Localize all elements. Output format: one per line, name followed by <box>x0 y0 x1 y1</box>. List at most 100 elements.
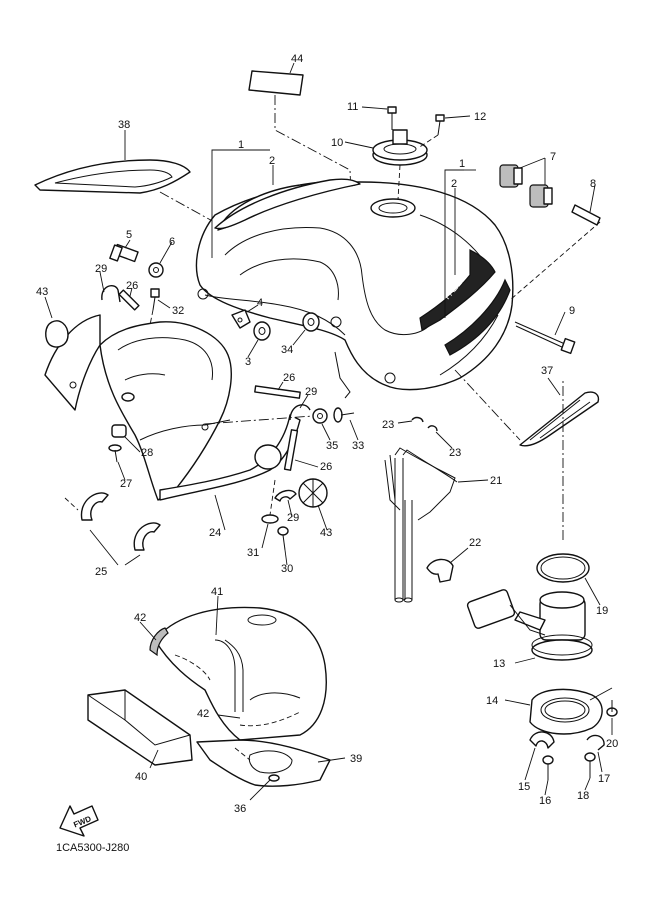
callout-43-left: 43 <box>36 286 48 298</box>
callout-5: 5 <box>126 229 132 241</box>
callout-19: 19 <box>596 605 608 617</box>
fuel-tank[interactable]: FAZER <box>195 180 514 399</box>
callout-28: 28 <box>141 447 153 459</box>
part-11-bolt[interactable] <box>361 106 397 130</box>
part-34-grommet[interactable] <box>292 312 320 346</box>
part-25-leader <box>64 497 141 566</box>
part-43-pad-left[interactable] <box>44 296 69 348</box>
part-23-clip-left[interactable] <box>397 416 424 424</box>
callout-15: 15 <box>518 781 530 793</box>
callout-11: 11 <box>347 101 358 113</box>
callout-26-lower: 26 <box>320 461 332 473</box>
part-40-plate[interactable] <box>87 689 193 769</box>
callout-23-right: 23 <box>449 447 461 459</box>
part-20-bolt[interactable] <box>589 687 618 735</box>
callout-38: 38 <box>118 119 130 131</box>
part-6-washer[interactable] <box>148 241 173 278</box>
callout-2-right: 2 <box>451 178 457 190</box>
callout-21: 21 <box>490 475 502 487</box>
callout-labels: 44 38 1 2 1 2 11 12 10 7 8 9 5 6 29 26 4… <box>36 53 618 815</box>
callout-13: 13 <box>493 658 505 670</box>
callout-7: 7 <box>550 151 556 163</box>
part-31-washer[interactable] <box>261 514 279 549</box>
part-26-strip-center[interactable] <box>254 381 301 399</box>
part-42-gasket-lower[interactable] <box>217 714 241 719</box>
callout-1-right: 1 <box>459 158 465 170</box>
part-3-grommet[interactable] <box>247 321 271 358</box>
part-28-grommet[interactable] <box>111 424 141 453</box>
callout-22: 22 <box>469 537 481 549</box>
part-43-badge[interactable] <box>298 478 328 531</box>
part-41-lower-cover[interactable] <box>154 595 327 741</box>
callout-44: 44 <box>291 53 303 65</box>
part-13-fuel-pump[interactable] <box>466 589 593 664</box>
part-24-side-panel[interactable] <box>44 314 301 531</box>
callout-26-center: 26 <box>283 372 295 384</box>
part-35-washer[interactable] <box>312 408 331 441</box>
callout-10: 10 <box>331 137 343 149</box>
part-16-screw[interactable] <box>542 755 554 796</box>
callout-39: 39 <box>350 753 362 765</box>
part-15-clamp[interactable] <box>524 731 555 781</box>
part-22-clamp[interactable] <box>426 547 469 583</box>
tank-emblem-recess <box>254 444 282 470</box>
callout-3: 3 <box>245 356 251 368</box>
part-9-bolt[interactable] <box>514 311 576 355</box>
part-36-grommet[interactable] <box>249 774 280 801</box>
part-33-axis <box>204 415 314 425</box>
callout-36: 36 <box>234 803 246 815</box>
callout-20: 20 <box>606 738 618 750</box>
callout-18: 18 <box>577 790 589 802</box>
part-17-clamp[interactable] <box>586 734 605 773</box>
part-26-strip-lower[interactable] <box>283 429 319 471</box>
part-27-screw[interactable] <box>108 444 126 481</box>
callout-34: 34 <box>281 344 293 356</box>
callout-42-lower: 42 <box>197 708 209 720</box>
part-37-heat-shield[interactable] <box>454 369 600 447</box>
callout-33: 33 <box>352 440 364 452</box>
part-31-axis <box>269 479 276 516</box>
callout-25: 25 <box>95 566 107 578</box>
callout-23-left: 23 <box>382 419 394 431</box>
callout-6: 6 <box>169 236 175 248</box>
callout-42-upper: 42 <box>134 612 146 624</box>
callout-17: 17 <box>598 773 610 785</box>
part-32-screw[interactable] <box>149 288 171 326</box>
part-25-clip-2[interactable] <box>133 522 161 551</box>
part-18-screw[interactable] <box>584 752 596 791</box>
part-5-bolt[interactable] <box>109 239 139 263</box>
callout-1-left: 1 <box>238 139 244 151</box>
part-26-strip-upper-left[interactable] <box>118 287 140 311</box>
part-2-upper-cover-left[interactable] <box>211 149 361 258</box>
callout-31: 31 <box>247 547 259 559</box>
callout-35: 35 <box>326 440 338 452</box>
part-21-hoses[interactable] <box>384 447 489 603</box>
part-42-gasket-upper[interactable] <box>139 621 169 657</box>
callout-41: 41 <box>211 586 223 598</box>
part-4-bracket[interactable] <box>231 304 259 329</box>
part-39-under-cover[interactable] <box>196 739 346 787</box>
part-29-clip-center[interactable] <box>289 394 311 421</box>
callout-2-left: 2 <box>269 155 275 167</box>
callout-37: 37 <box>541 365 553 377</box>
callout-24: 24 <box>209 527 221 539</box>
part-23-clip-right[interactable] <box>427 425 453 449</box>
part-25-clip-1[interactable] <box>80 492 109 521</box>
part-14-retainer-plate[interactable] <box>504 688 603 735</box>
callout-43-center: 43 <box>320 527 332 539</box>
part-33-screw[interactable] <box>333 407 359 441</box>
callout-4: 4 <box>257 297 263 309</box>
part-19-o-ring[interactable] <box>536 380 601 606</box>
part-29-clip-upper-left[interactable] <box>99 271 121 303</box>
part-38-side-cover[interactable] <box>34 130 226 229</box>
part-12-bolt[interactable] <box>417 114 471 149</box>
part-10-fuel-cap[interactable] <box>344 129 428 201</box>
part-30-screw[interactable] <box>277 526 289 566</box>
part-8-collar[interactable] <box>509 184 601 301</box>
part-7-dampers[interactable] <box>499 157 553 208</box>
callout-14: 14 <box>486 695 498 707</box>
part-29-clip-lower[interactable] <box>274 489 297 518</box>
callout-8: 8 <box>590 178 596 190</box>
callout-27: 27 <box>120 478 132 490</box>
